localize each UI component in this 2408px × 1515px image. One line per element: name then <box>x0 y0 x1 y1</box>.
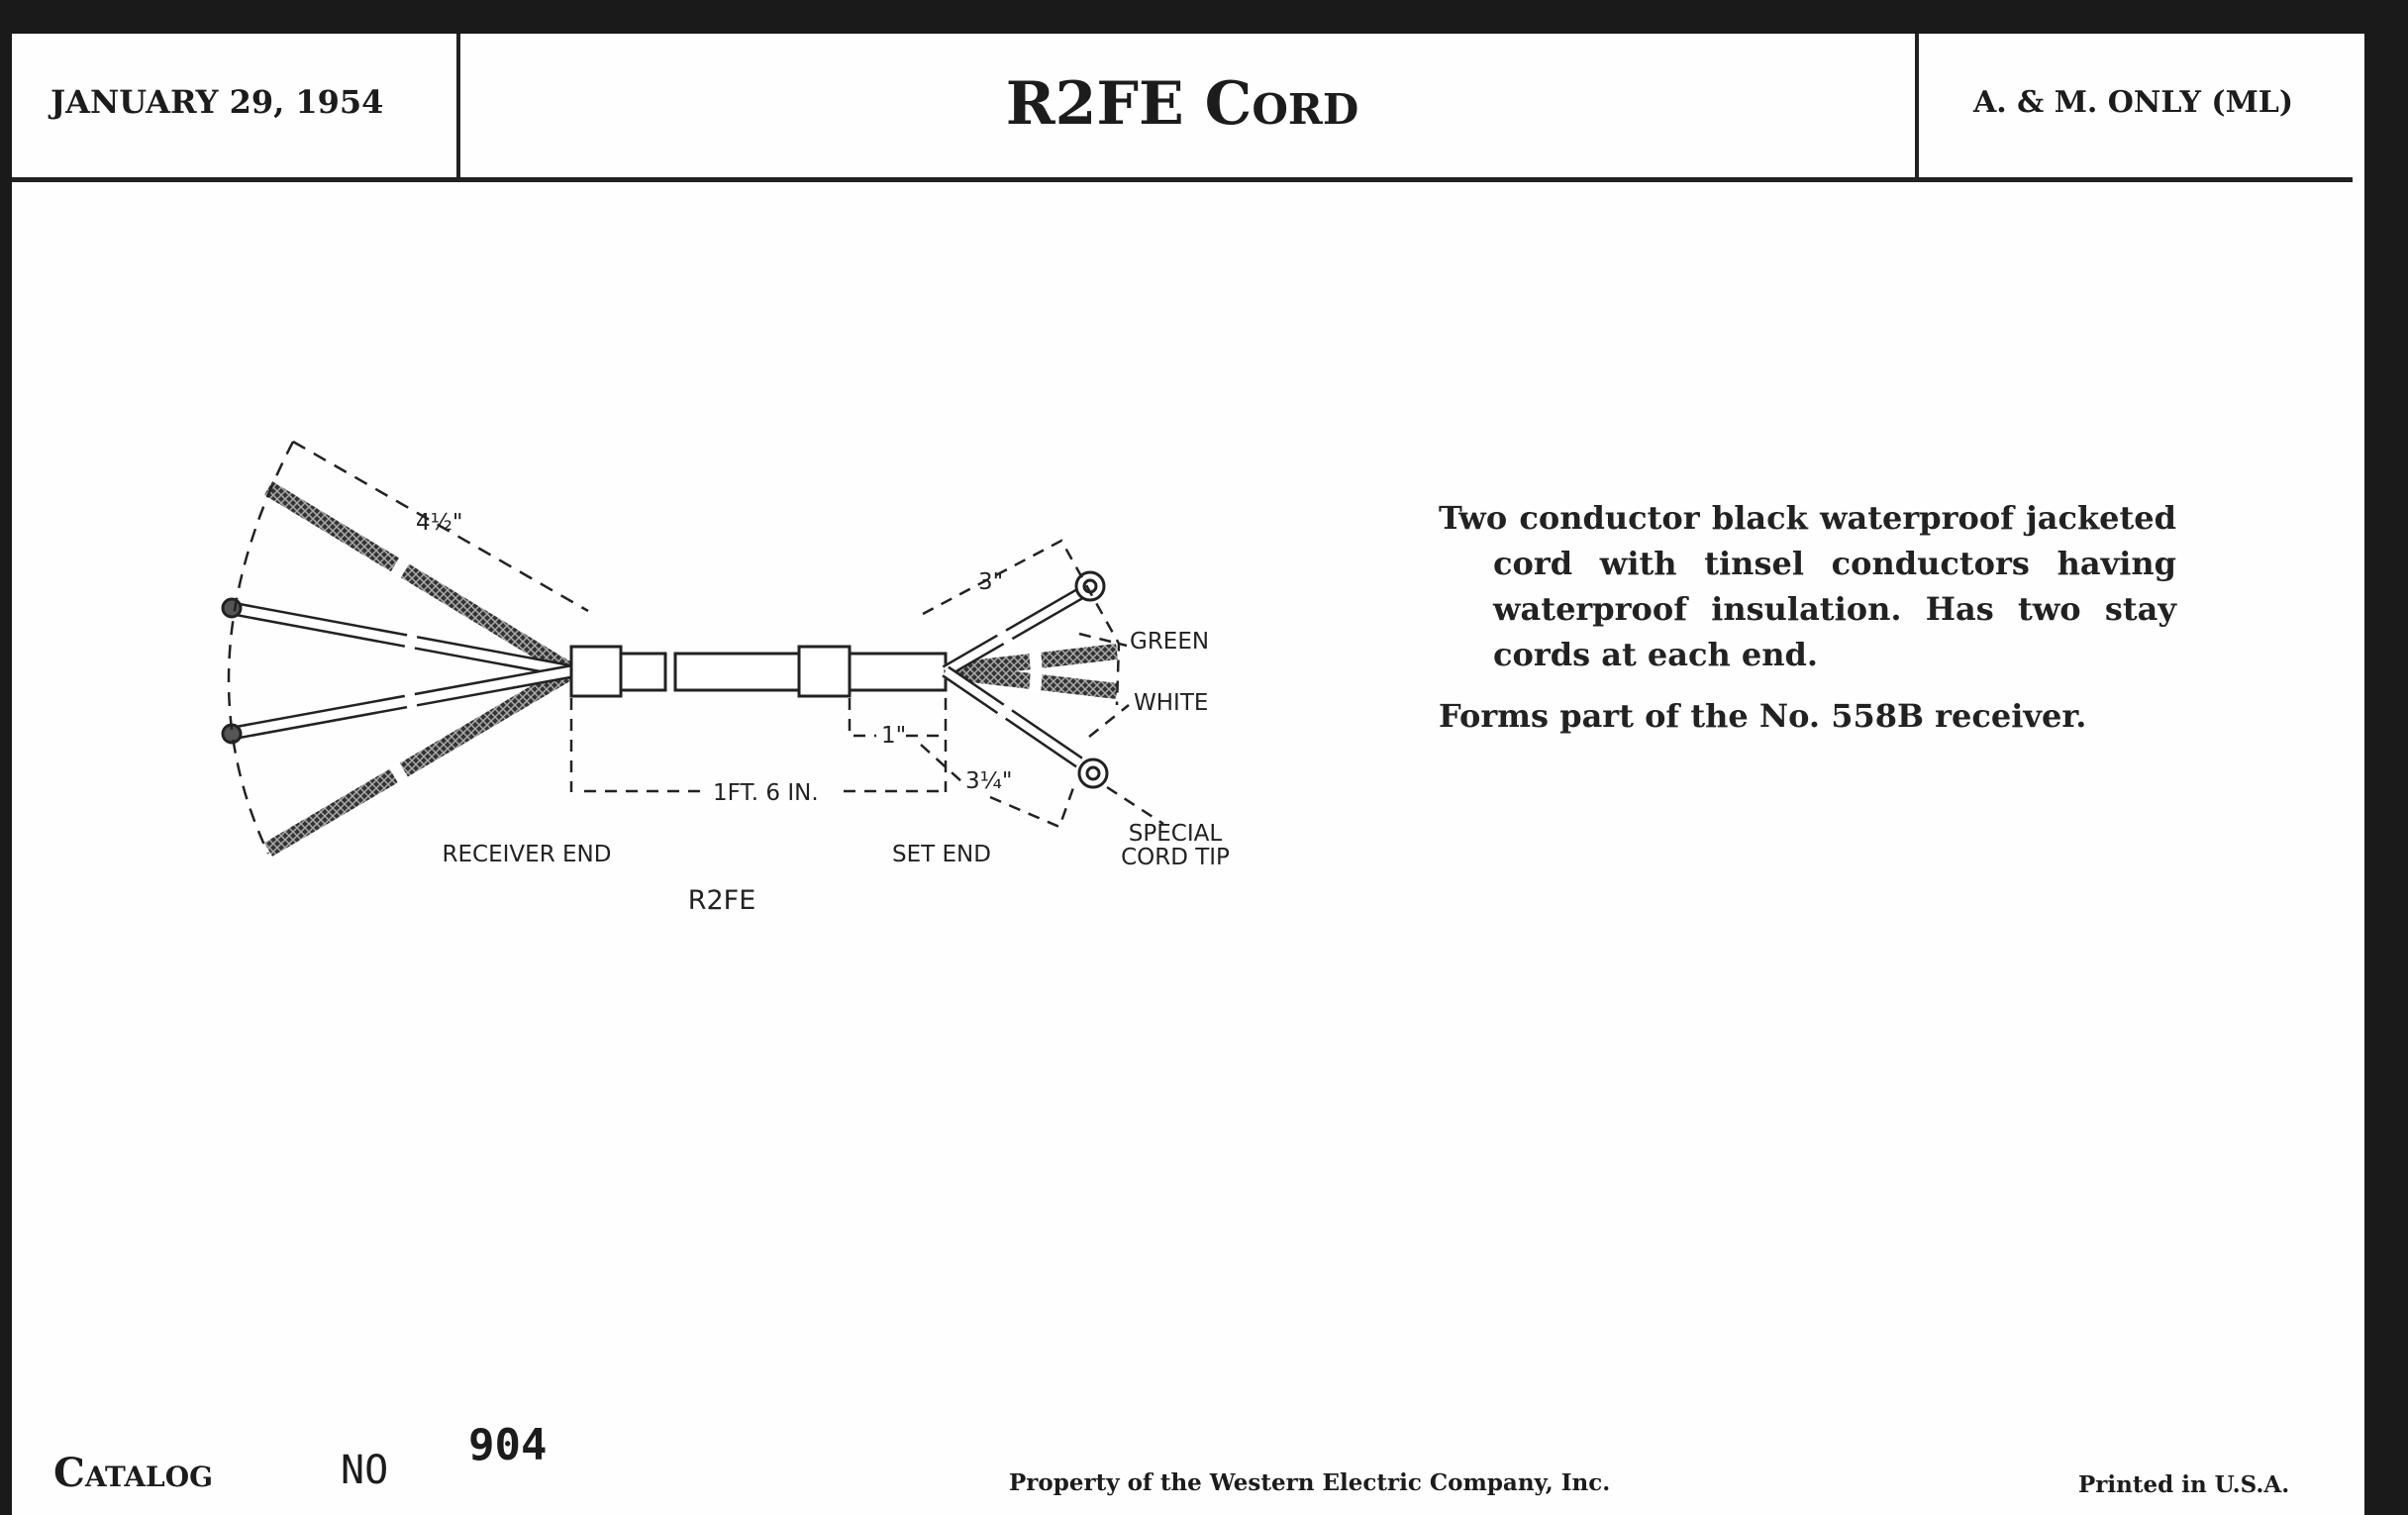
diagram-caption: R2FE <box>688 885 756 916</box>
header-divider <box>456 34 460 177</box>
header-divider <box>1915 34 1919 177</box>
set-sleeve <box>797 645 852 698</box>
cord-tip-ring <box>1077 758 1109 789</box>
receiver-end-leads <box>221 440 589 857</box>
set-end-leads <box>569 539 1164 829</box>
label-set-end: SET END <box>892 842 991 867</box>
description: Two conductor black waterproof jacketed … <box>1439 495 2176 755</box>
label-receiver-end: RECEIVER END <box>443 842 612 867</box>
receiver-sleeve <box>569 645 623 698</box>
dim-tip-leads: 3¼" <box>965 768 1013 794</box>
property-notice: Property of the Western Electric Company… <box>1009 1469 1611 1496</box>
description-paragraph: Forms part of the No. 558B receiver. <box>1439 697 2087 735</box>
header-date: JANUARY 29, 1954 <box>50 83 384 121</box>
stay-cord-black <box>263 664 576 857</box>
header-restriction: A. & M. ONLY (ML) <box>1973 85 2294 120</box>
dim-length: 1FT. 6 IN. <box>713 780 819 806</box>
header-bar <box>12 34 2353 182</box>
page-title: R2FE Cord <box>1005 69 1359 139</box>
label-white: WHITE <box>1134 690 1208 716</box>
catalog-no-label: NO <box>341 1448 389 1493</box>
printed-notice: Printed in U.S.A. <box>2078 1471 2290 1498</box>
catalog-number: 904 <box>468 1420 548 1470</box>
dim-set-leads: 3" <box>978 569 1003 595</box>
dim-sleeve: 1" <box>881 723 906 749</box>
cord-tip-ring <box>1074 570 1106 602</box>
cord-body <box>569 645 948 698</box>
catalog-label: Catalog <box>53 1450 214 1496</box>
dim-receiver-leads: 4½" <box>416 510 463 536</box>
label-special: SPECIAL <box>1129 821 1223 847</box>
label-cord-tip: CORD TIP <box>1121 845 1230 870</box>
description-paragraph: Two conductor black waterproof jacketed … <box>1439 499 2176 673</box>
catalog-card: JANUARY 29, 1954 R2FE Cord A. & M. ONLY … <box>12 34 2364 1515</box>
stay-cord-black <box>263 481 576 678</box>
label-green: GREEN <box>1130 629 1209 655</box>
